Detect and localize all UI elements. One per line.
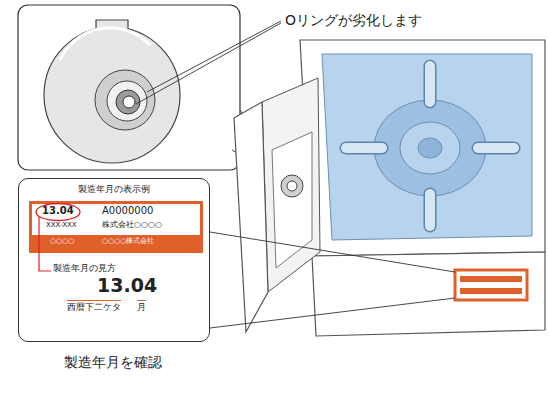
label-text: 13.04 xyxy=(97,275,157,297)
zoom-inset xyxy=(18,5,240,170)
leader-line xyxy=(147,21,281,92)
label-text: 月 xyxy=(137,300,146,312)
zoom-line xyxy=(210,298,455,328)
zoom-line xyxy=(210,232,455,272)
label-text: 13.04 xyxy=(42,205,74,217)
leader-line xyxy=(136,23,281,104)
label-text: Oリングが劣化します xyxy=(285,12,422,28)
label-text: ○○○○株式会社 xyxy=(102,237,154,245)
cartridge-holder xyxy=(44,20,180,163)
label-text: 製造年月を確認 xyxy=(64,354,162,370)
label-text: 株式会社○○○○ xyxy=(102,220,162,229)
rating-label: 13.04 A0000000XXX-XXX 株式会社○○○○ ○○○○ ○○○○株式会社 xyxy=(29,201,203,253)
label-text: A0000000 xyxy=(102,205,153,217)
label-text: XXX-XXX xyxy=(46,221,77,229)
label-text: 製造年月の見方 xyxy=(53,263,116,273)
label-text: ○○○○ xyxy=(50,237,74,245)
label-text: 製造年月の表示例 xyxy=(19,184,209,194)
label-example-box: 製造年月の表示例製造年月の見方 13.04 西暦下二ケタ 月 13.04 A0000000… xyxy=(18,178,210,342)
label-text: 西暦下二ケタ xyxy=(67,300,121,312)
date-marker xyxy=(32,204,232,304)
stove xyxy=(234,40,545,336)
